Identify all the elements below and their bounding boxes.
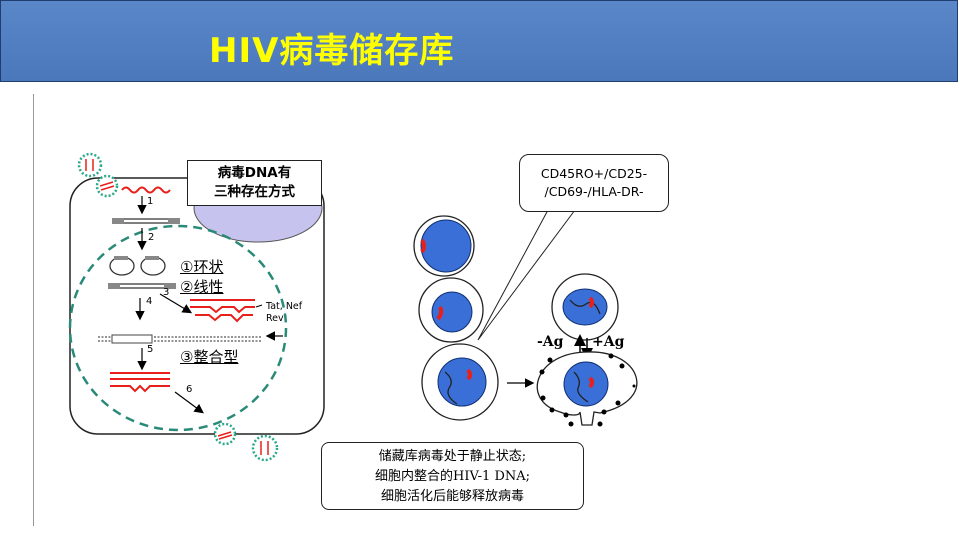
linear-dna-1 <box>112 218 180 224</box>
step-number-1: 1 <box>147 196 154 207</box>
spliced-transcripts <box>190 299 255 323</box>
activated-cell <box>536 351 638 427</box>
virus-particle-top-2 <box>95 174 119 198</box>
minus-ag-label: -Ag <box>537 334 564 350</box>
form-linear-label: ②线性 <box>180 278 224 296</box>
step-number-3: 3 <box>163 287 170 298</box>
summary-box: 储藏库病毒处于静止状态; 细胞内整合的HIV-1 DNA; 细胞活化后能够释放病… <box>321 442 584 510</box>
marker-line-2: /CD69-/HLA-DR- <box>544 184 644 199</box>
circular-dna <box>109 256 166 276</box>
callout-line-2: 三种存在方式 <box>214 184 295 200</box>
integrated-dna <box>98 334 262 344</box>
marker-line-1: CD45RO+/CD25- <box>540 166 648 181</box>
vertical-divider <box>33 94 34 526</box>
callout-tail <box>477 209 576 341</box>
step-number-5: 5 <box>147 344 154 355</box>
step-number-2: 2 <box>148 232 155 243</box>
plus-ag-label: +Ag <box>592 334 625 350</box>
callout-line-1: 病毒DNA有 <box>217 165 292 181</box>
summary-line-3: 细胞活化后能够释放病毒 <box>380 489 524 504</box>
step-number-6: 6 <box>186 384 193 395</box>
resting-cell-1 <box>413 215 475 277</box>
rev-label: Rev <box>266 313 284 324</box>
nucleus-dashed-boundary <box>68 224 288 432</box>
virus-particle-top-1 <box>77 152 103 178</box>
summary-line-2: 细胞内整合的HIV-1 DNA; <box>374 469 531 484</box>
linear-dna-2 <box>108 283 176 289</box>
page-title: HIV病毒储存库 <box>209 31 455 71</box>
virus-particle-bottom-1 <box>213 422 237 446</box>
form-circular-label: ①环状 <box>180 258 224 276</box>
virus-particle-bottom-2 <box>251 434 279 462</box>
resting-cell-2 <box>418 277 484 343</box>
summary-line-1: 储藏库病毒处于静止状态; <box>378 449 527 464</box>
viral-rna <box>121 186 171 194</box>
step-number-4: 4 <box>146 296 153 307</box>
tat-nef-label: Tat, Nef <box>266 301 303 312</box>
memory-cell <box>551 273 619 341</box>
surface-marker-bubble: CD45RO+/CD25- /CD69-/HLA-DR- <box>519 154 669 212</box>
resting-cell-3 <box>421 343 499 421</box>
form-integrated-label: ③整合型 <box>180 348 239 366</box>
title-bar: HIV病毒储存库 <box>0 0 958 82</box>
transcripts-bottom <box>110 372 170 393</box>
dna-forms-callout: 病毒DNA有 三种存在方式 <box>187 160 322 206</box>
